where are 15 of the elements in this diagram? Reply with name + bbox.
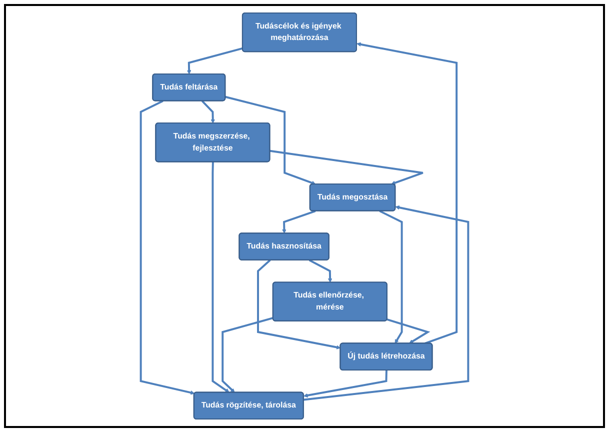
arrow xyxy=(379,210,403,344)
arrow xyxy=(303,370,388,398)
arrow xyxy=(282,210,316,234)
arrow xyxy=(225,96,316,185)
arrow xyxy=(257,259,341,350)
arrow xyxy=(356,42,458,344)
arrow xyxy=(212,162,230,393)
arrow xyxy=(222,317,274,393)
arrow xyxy=(186,47,243,74)
arrow xyxy=(304,205,470,401)
arrow xyxy=(201,100,216,124)
arrow xyxy=(270,150,424,185)
arrow xyxy=(308,259,332,283)
arrow xyxy=(386,318,430,344)
arrow xyxy=(140,100,195,395)
